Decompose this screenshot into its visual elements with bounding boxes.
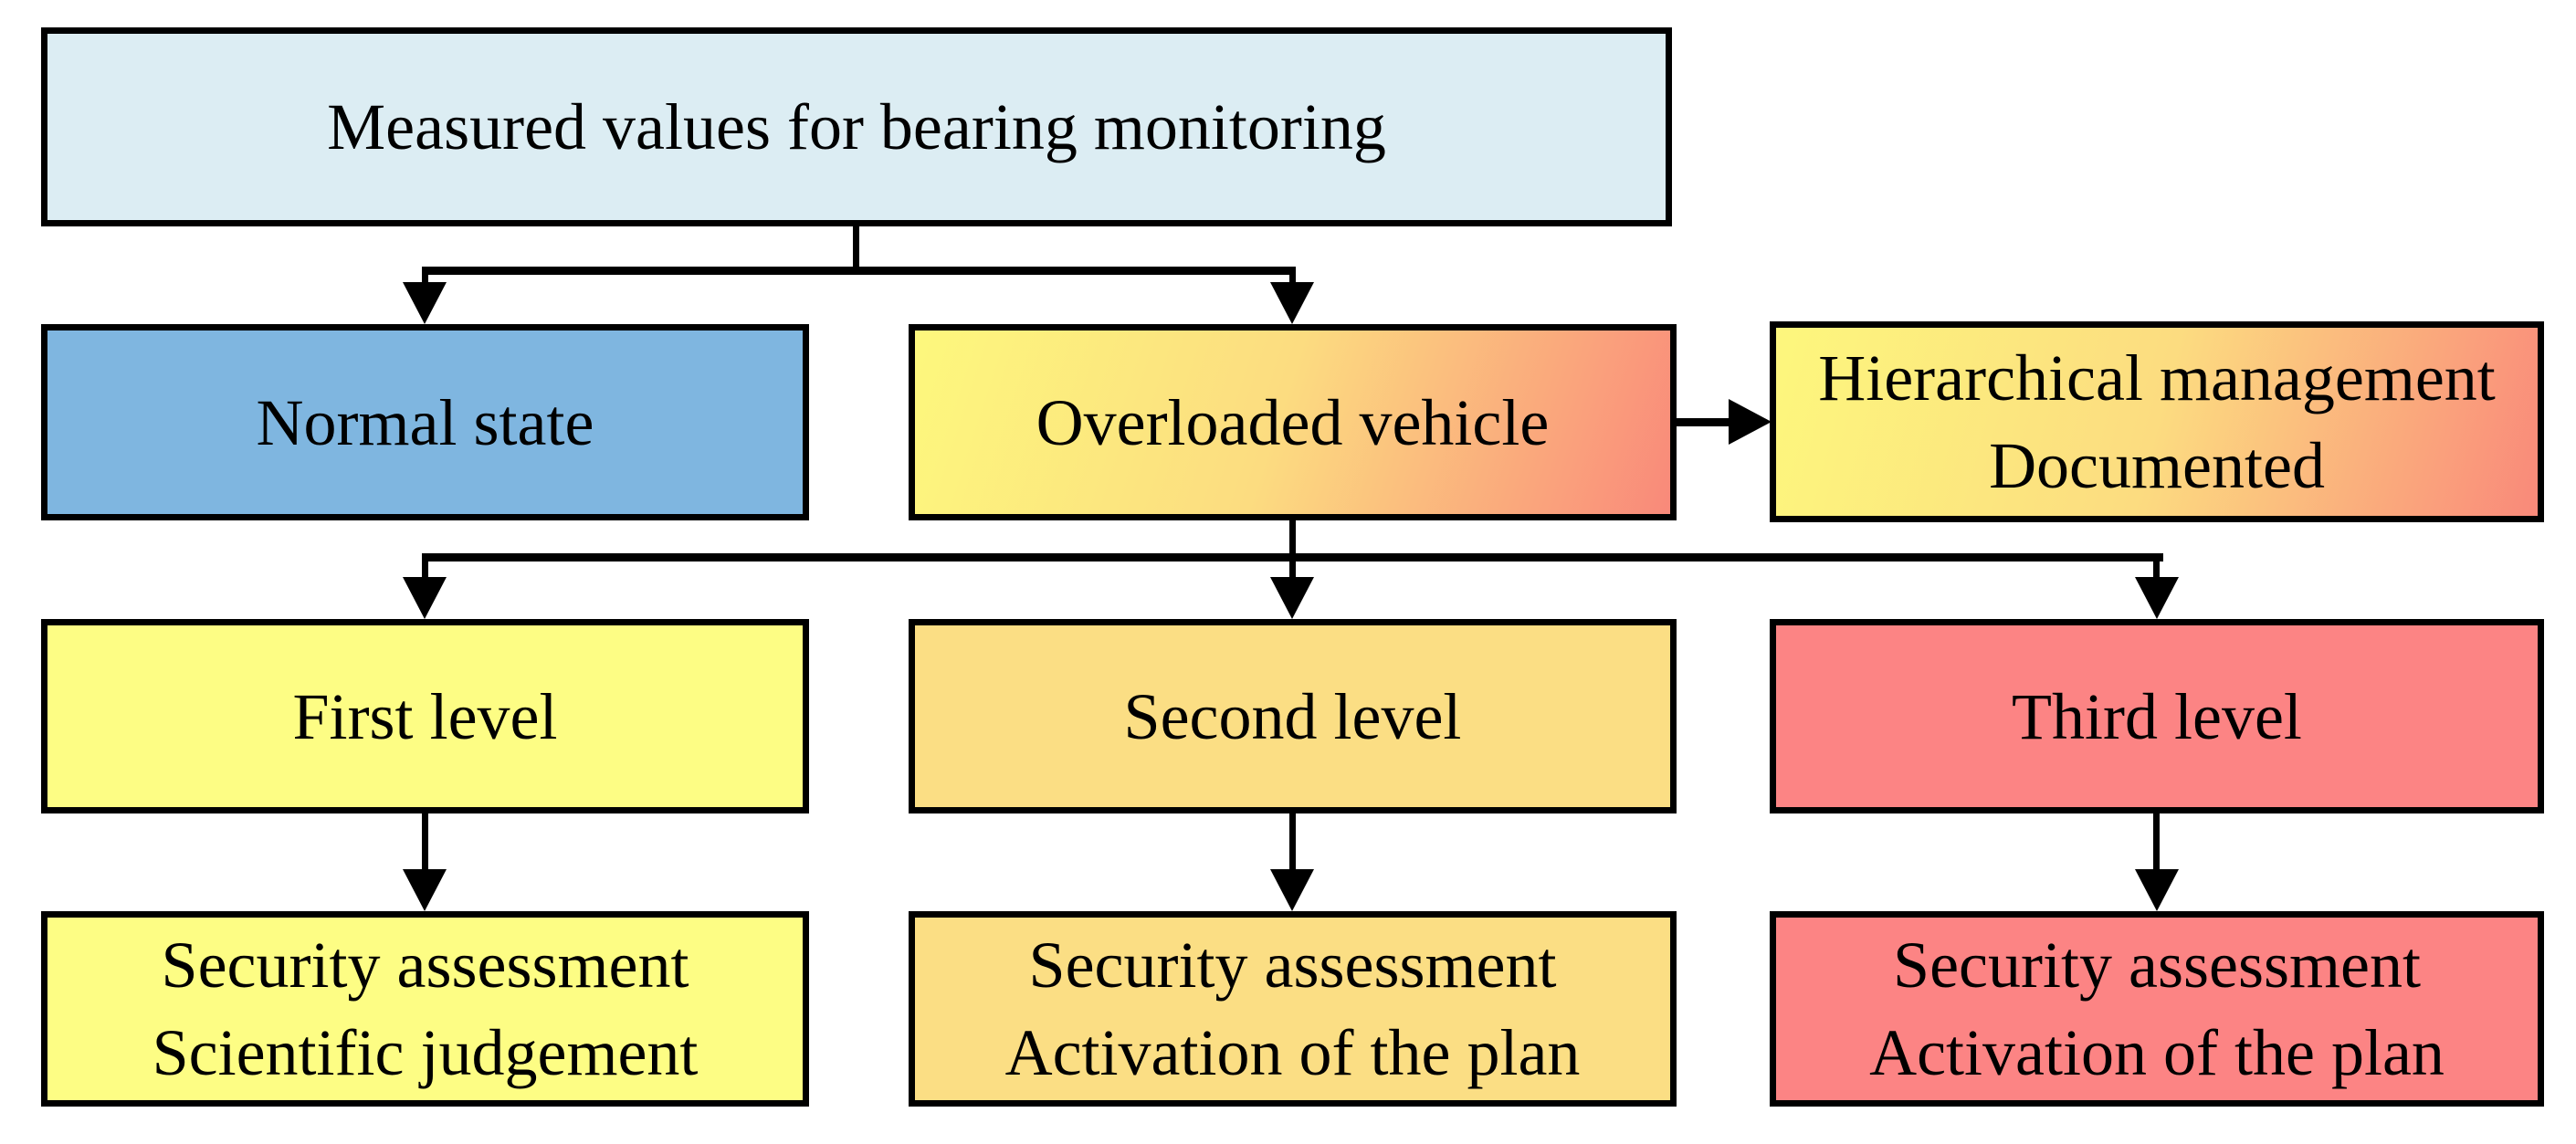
connector-line — [422, 813, 428, 872]
node-assessment-first: Security assessment Scientific judgement — [41, 911, 809, 1107]
connector-line — [422, 267, 1296, 275]
arrowhead-down — [2135, 577, 2179, 619]
node-first-level-label: First level — [292, 679, 558, 753]
arrowhead-down — [403, 869, 447, 911]
node-normal-state: Normal state — [41, 324, 809, 520]
arrowhead-right — [1729, 399, 1772, 445]
arrowhead-down — [1270, 577, 1314, 619]
connector-line — [1677, 418, 1731, 426]
connector-line — [1289, 520, 1296, 562]
connector-line — [422, 553, 428, 581]
node-overloaded-vehicle-label: Overloaded vehicle — [1036, 385, 1550, 459]
node-hierarchical-management-line1: Hierarchical management — [1818, 341, 2496, 415]
node-assessment-first-line2: Scientific judgement — [152, 1016, 699, 1089]
node-assessment-third: Security assessment Activation of the pl… — [1770, 911, 2544, 1107]
connector-line — [422, 267, 428, 289]
node-measured-values-label: Measured values for bearing monitoring — [327, 90, 1386, 163]
node-third-level: Third level — [1770, 619, 2544, 813]
arrowhead-down — [403, 282, 447, 324]
node-measured-values: Measured values for bearing monitoring — [41, 27, 1672, 226]
node-assessment-second-line2: Activation of the plan — [1004, 1016, 1581, 1089]
node-first-level: First level — [41, 619, 809, 813]
node-assessment-first-line1: Security assessment — [161, 929, 689, 1002]
node-assessment-third-line2: Activation of the plan — [1869, 1016, 2445, 1089]
node-assessment-second-line1: Security assessment — [1028, 929, 1557, 1002]
node-second-level: Second level — [909, 619, 1677, 813]
node-hierarchical-management-line2: Documented — [1989, 429, 2325, 502]
node-second-level-label: Second level — [1123, 679, 1462, 753]
connector-line — [1289, 813, 1296, 872]
connector-line — [853, 226, 859, 275]
connector-line — [1289, 267, 1296, 289]
node-normal-state-label: Normal state — [256, 385, 594, 459]
arrowhead-down — [403, 577, 447, 619]
arrowhead-down — [1270, 869, 1314, 911]
node-third-level-label: Third level — [2012, 679, 2302, 753]
node-assessment-second: Security assessment Activation of the pl… — [909, 911, 1677, 1107]
connector-line — [2153, 553, 2160, 581]
node-hierarchical-management: Hierarchical management Documented — [1770, 321, 2544, 522]
node-overloaded-vehicle: Overloaded vehicle — [909, 324, 1677, 520]
connector-line — [1289, 553, 1296, 581]
connector-line — [2153, 813, 2160, 872]
arrowhead-down — [2135, 869, 2179, 911]
arrowhead-down — [1270, 282, 1314, 324]
node-assessment-third-line1: Security assessment — [1893, 929, 2421, 1002]
